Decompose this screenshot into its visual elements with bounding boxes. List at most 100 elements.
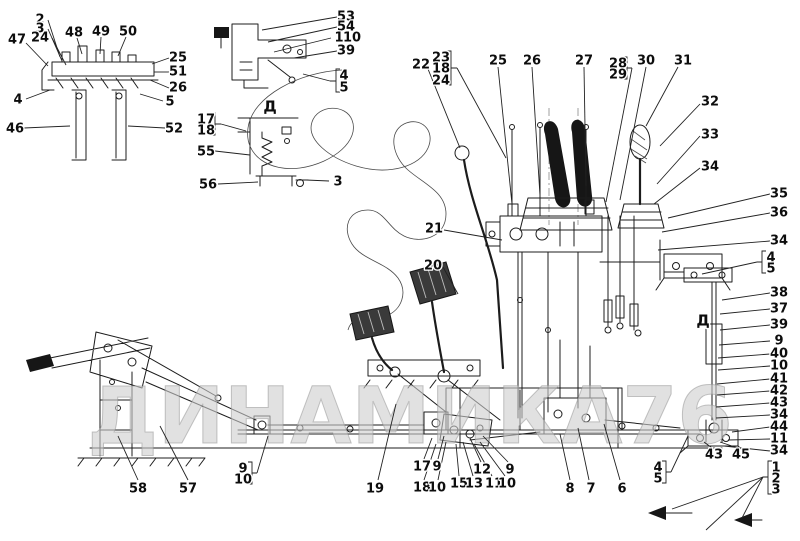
callout-label: 4: [13, 93, 22, 108]
leader-line: [723, 445, 771, 452]
leader-line: [217, 181, 259, 185]
rod-end: [583, 124, 589, 130]
leader-line: [423, 437, 433, 460]
callout-label: 54: [337, 20, 355, 35]
leader-line: [99, 36, 102, 55]
callout-label: 53: [337, 10, 355, 25]
callout-label: 9: [505, 463, 514, 478]
leader-line: [117, 36, 127, 57]
callout-label: 48: [65, 26, 83, 41]
pivot-pin: [296, 179, 304, 187]
knob-lever-boot: [617, 203, 665, 229]
leader-line: [267, 26, 338, 43]
callout-label: 15: [450, 477, 468, 492]
leader-line: [305, 179, 330, 182]
leader-line: [139, 93, 164, 102]
leader-line: [220, 123, 247, 132]
leader-line: [456, 67, 507, 159]
pivot-pin: [706, 262, 714, 270]
callout-bracket: [623, 56, 632, 80]
callout-label: 4: [653, 461, 662, 476]
leader-line: [51, 37, 67, 66]
leader-line: [670, 435, 689, 473]
leader-line: [619, 66, 647, 201]
pivot-pin: [581, 413, 591, 423]
leader-line: [455, 443, 460, 477]
leader-line: [716, 390, 771, 396]
callout-label: 10: [498, 477, 516, 492]
leader-line: [437, 435, 445, 460]
callout-label: 25: [169, 51, 187, 66]
callout-label: 41: [770, 372, 788, 387]
rod-end: [537, 122, 543, 128]
leader-line: [149, 79, 170, 89]
leader-line: [273, 37, 332, 53]
rod-end: [509, 124, 515, 130]
pivot-pin: [431, 418, 441, 428]
assembly-linkage-bottom: [296, 339, 681, 447]
pivot-pin: [488, 230, 496, 238]
fork-pin: [708, 422, 720, 434]
callout-label: 3: [333, 175, 342, 190]
callout-label: 4: [766, 251, 775, 266]
callout-label: 51: [169, 65, 187, 80]
leader-line: [656, 135, 701, 185]
leader-line: [659, 103, 701, 147]
callout-label: 8: [565, 482, 574, 497]
callout-label: 7: [586, 482, 595, 497]
callout-label: 5: [339, 81, 348, 96]
callout-label: 19: [366, 482, 384, 497]
section-marker: Д: [696, 312, 709, 330]
spring-bracket: [237, 117, 309, 187]
pedal-arm: [430, 300, 446, 374]
bolt: [466, 364, 474, 372]
linkage-brackets: [423, 339, 681, 447]
callout-label: 3: [35, 22, 44, 37]
callout-label: 55: [197, 145, 215, 160]
leader-line: [377, 403, 397, 481]
leader-line: [25, 89, 51, 100]
leader-line: [442, 266, 459, 295]
leader-line: [731, 426, 771, 433]
leader-line: [256, 435, 269, 474]
callout-label: 1: [771, 461, 780, 476]
accelerator-pedal: [409, 261, 457, 305]
leader-line: [293, 50, 338, 59]
leader-line: [657, 240, 771, 251]
callout-label: 5: [766, 262, 775, 277]
callout-label: 3: [771, 483, 780, 498]
callout-label: 18: [432, 62, 450, 77]
callout-label: 17: [413, 460, 431, 475]
pivot-pin: [634, 329, 642, 337]
callout-label: 2: [771, 472, 780, 487]
leader-line: [423, 443, 437, 481]
leader-line: [302, 73, 331, 82]
pivot-pin: [214, 394, 222, 402]
bolt: [109, 379, 115, 385]
leader-line: [23, 125, 71, 129]
leader-line: [159, 425, 189, 481]
pivot-pin: [652, 424, 660, 432]
leader-line: [261, 16, 338, 31]
callout-label: 6: [617, 482, 626, 497]
bolt: [696, 434, 704, 442]
callout-label: 10: [428, 481, 446, 496]
pivot-pin: [476, 424, 484, 432]
bolt: [115, 405, 121, 411]
callout-label: 38: [770, 286, 788, 301]
leader-line: [719, 308, 771, 315]
pedal-base: [363, 359, 501, 421]
callout-label: 5: [653, 472, 662, 487]
hatched-knob: [629, 124, 651, 160]
callout-label: 37: [770, 302, 788, 317]
hand-lever-rod: [462, 158, 505, 370]
ball-knob: [454, 145, 470, 161]
pivot-pin: [346, 425, 354, 433]
leader-line: [715, 402, 771, 408]
pivot-pin: [545, 327, 551, 333]
callout-label: 56: [199, 178, 217, 193]
callout-label: 26: [523, 54, 541, 69]
pedal-arm: [370, 336, 394, 372]
leader-line: [661, 212, 771, 233]
